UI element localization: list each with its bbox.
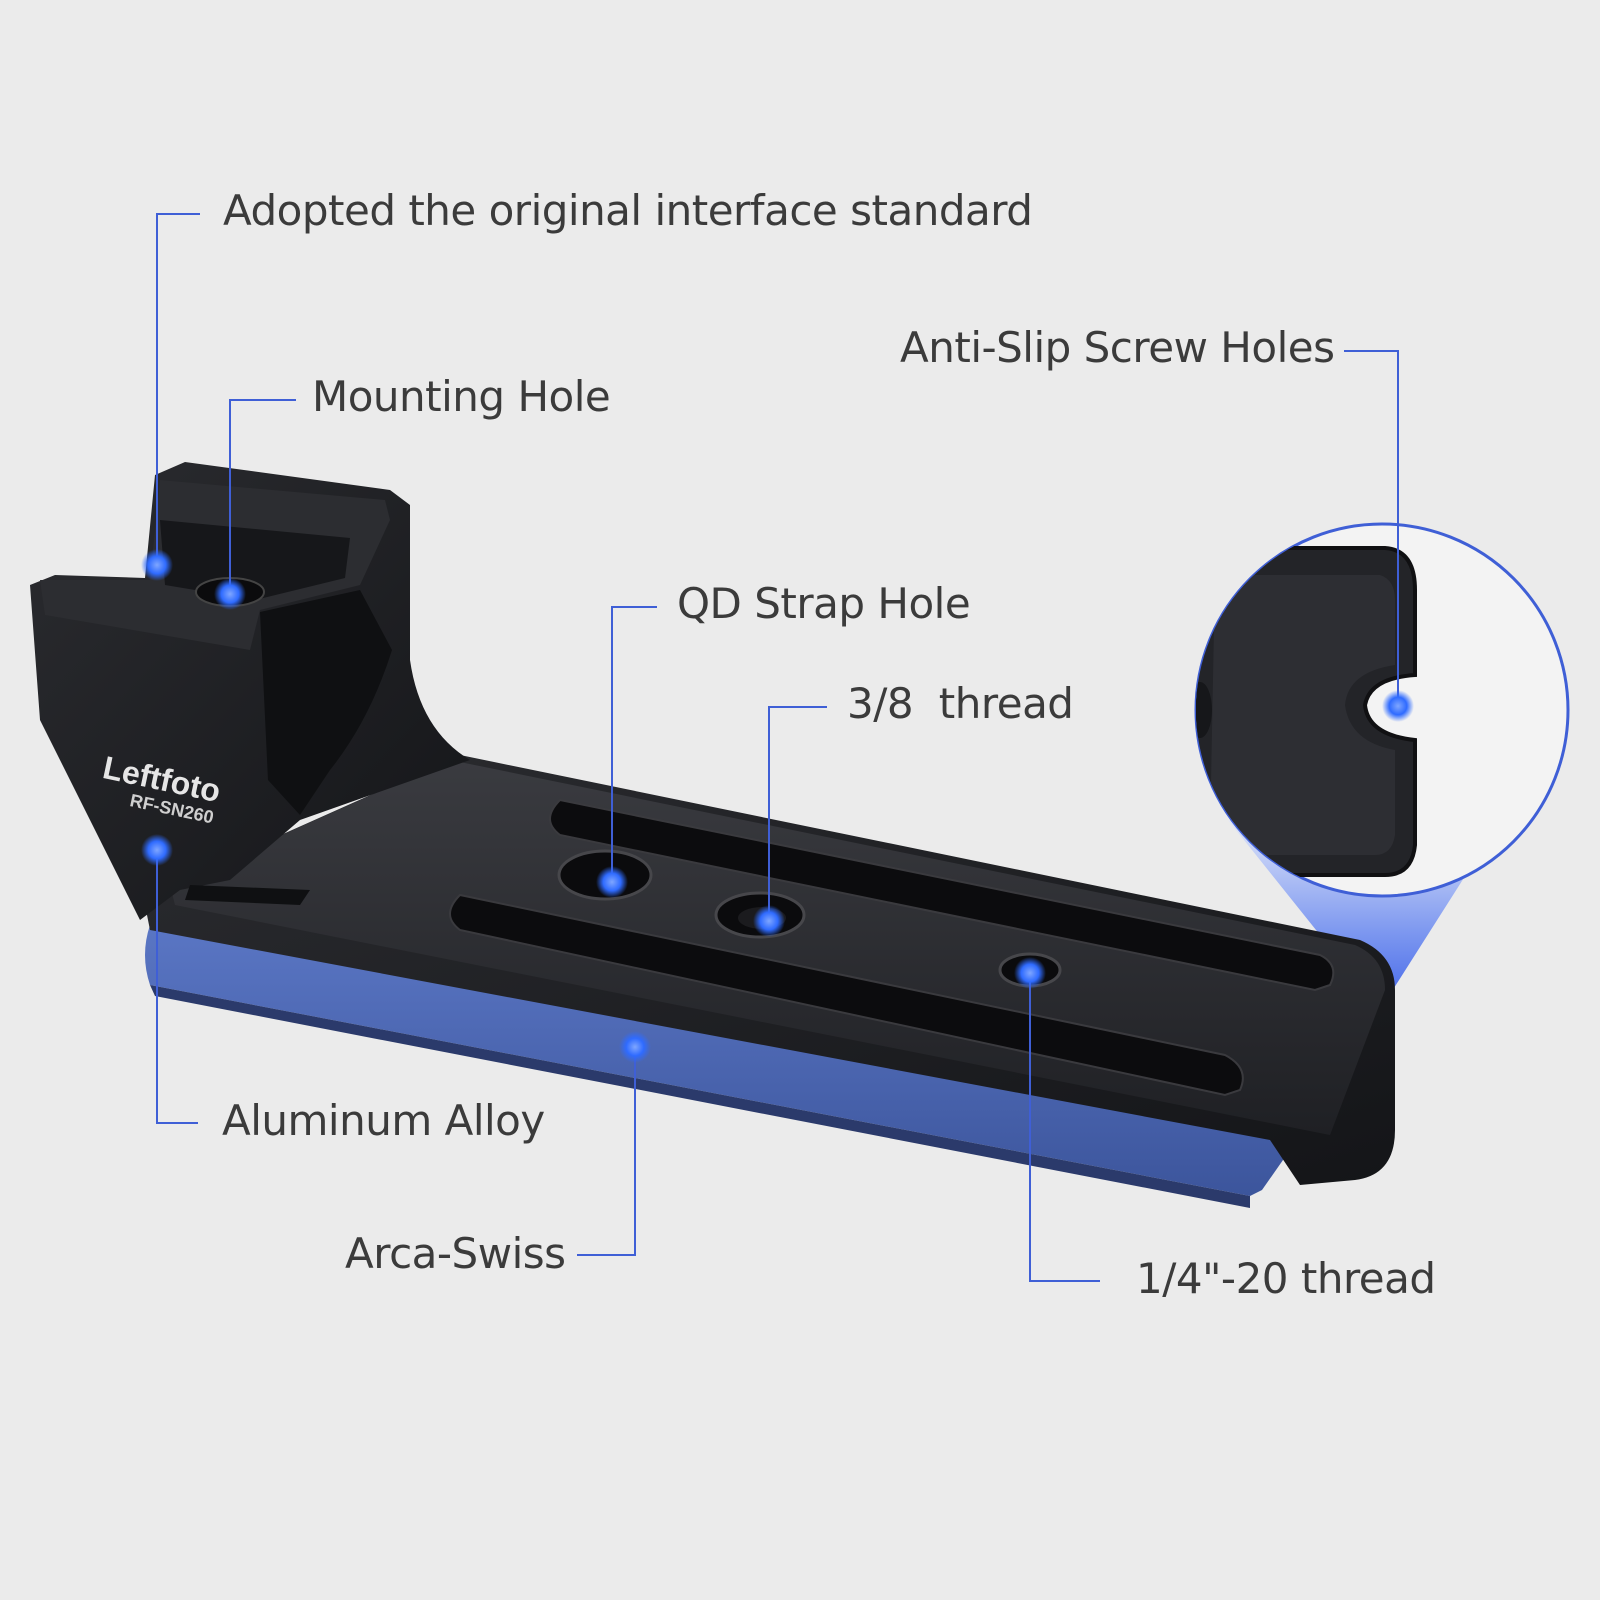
callout-markers (141, 549, 1414, 1063)
callout-line-qd-strap (611, 606, 657, 880)
marker-qd-strap (596, 866, 628, 898)
lower-slot (449, 893, 1244, 1097)
marker-thread-14 (1014, 957, 1046, 989)
callout-lines (156, 213, 1399, 1282)
callout-line-mounting-hole (229, 399, 296, 592)
marker-arca (619, 1031, 651, 1063)
marker-mounting-hole (214, 578, 246, 610)
label-aluminum: Aluminum Alloy (222, 1096, 545, 1145)
label-qd-strap: QD Strap Hole (677, 579, 971, 628)
rail-edge (150, 985, 1250, 1208)
callout-line-thread-38 (768, 706, 827, 919)
arca-swiss-rail (145, 925, 1290, 1196)
label-thread-14: 1/4"-20 thread (1136, 1254, 1436, 1303)
callout-line-interface (156, 213, 200, 562)
label-arca: Arca-Swiss (345, 1229, 566, 1278)
mount-inner-face (260, 590, 392, 815)
label-anti-slip: Anti-Slip Screw Holes (900, 323, 1335, 372)
callout-line-arca (577, 1045, 636, 1256)
magnifier-content (1196, 546, 1417, 877)
label-thread-38: 3/8 thread (847, 679, 1074, 728)
marker-interface (141, 549, 173, 581)
marker-thread-38 (753, 905, 785, 937)
label-interface: Adopted the original interface standard (223, 186, 1033, 235)
callout-line-aluminum (156, 850, 198, 1124)
side-groove (185, 885, 310, 905)
callout-line-thread-14 (1029, 973, 1100, 1282)
label-mounting-hole: Mounting Hole (312, 372, 611, 421)
callout-line-anti-slip (1344, 350, 1399, 705)
upper-slot (549, 798, 1335, 992)
marker-aluminum (141, 834, 173, 866)
mount-slot (160, 520, 350, 600)
marker-anti-slip (1382, 690, 1414, 722)
